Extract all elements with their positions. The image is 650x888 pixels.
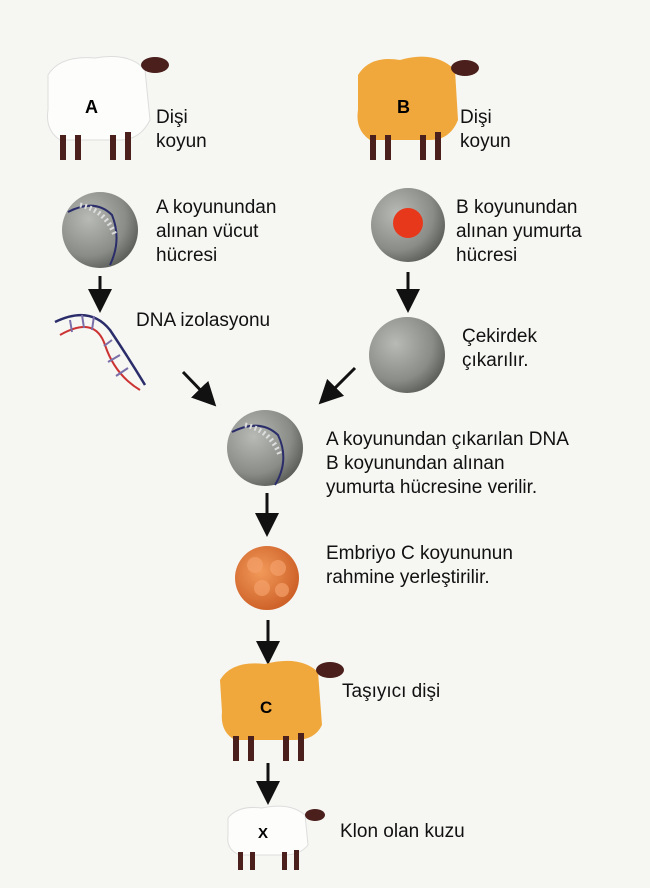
surrogate-label: Taşıyıcı dişi [342, 681, 441, 702]
lamb-letter: X [258, 825, 268, 842]
body-cell-icon [62, 192, 138, 268]
egg-cell-icon [371, 188, 445, 262]
embryo-label: Embriyo C koyununun rahmine yerleştirili… [326, 543, 513, 588]
sheep-c-letter: C [260, 698, 272, 717]
fusion-label: A koyunundan çıkarılan DNA B koyunundan … [326, 429, 569, 498]
sheep-a-icon: A [47, 56, 169, 160]
sheep-b-label: Dişi koyun [460, 107, 511, 152]
clone-label: Klon olan kuzu [340, 821, 465, 842]
arrow-diagonal [318, 366, 357, 405]
dna-helix-icon [54, 313, 147, 391]
sheep-b-icon: B [357, 56, 479, 160]
enucleated-egg-icon [369, 317, 445, 393]
sheep-a-label: Dişi koyun [156, 107, 207, 152]
egg-cell-label: B koyunundan alınan yumurta hücresi [456, 197, 582, 266]
arrow-diagonal [181, 370, 217, 407]
embryo-icon [235, 546, 299, 610]
dna-label: DNA izolasyonu [136, 310, 271, 331]
clone-lamb-icon: X [227, 805, 325, 870]
sheep-b-letter: B [397, 97, 410, 117]
sheep-a-letter: A [85, 97, 98, 117]
enucleated-label: Çekirdek çıkarılır. [462, 326, 537, 371]
fused-cell-icon [227, 410, 303, 486]
sheep-c-icon: C [220, 660, 344, 761]
body-cell-label: A koyunundan alınan vücut hücresi [156, 197, 277, 266]
